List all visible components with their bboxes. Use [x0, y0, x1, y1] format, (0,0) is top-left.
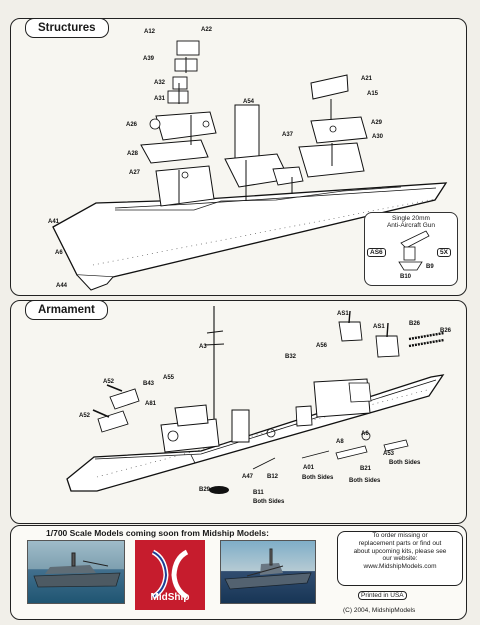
- callout-b29: B29: [199, 487, 211, 493]
- callout-a6: A6: [361, 431, 369, 437]
- gun-part-b10: B10: [400, 274, 412, 280]
- callout-a53: A53: [383, 451, 395, 457]
- photo-right-ship-shape: [224, 548, 312, 590]
- gun-tag-as6: AS6: [367, 248, 386, 257]
- copyright-text: (C) 2004, MidshipModels: [343, 607, 416, 614]
- gun-tag-5x: 5X: [437, 248, 451, 257]
- structures-diagram: [52, 40, 448, 291]
- callout-a27: A27: [129, 170, 141, 176]
- callout-a52-top: A52: [103, 379, 115, 385]
- both-sides-label-2: Both Sides: [302, 475, 334, 481]
- gun-drawing: [398, 230, 430, 271]
- ordering-info-box: To order missing or replacement parts or…: [337, 531, 463, 586]
- info-line-1: To order missing or: [372, 532, 428, 539]
- callout-a31: A31: [154, 96, 166, 102]
- callout-a41: A41: [48, 219, 60, 225]
- callout-a81: A81: [145, 401, 157, 407]
- gun-title-line2: Anti-Aircraft Gun: [386, 222, 436, 230]
- callout-as1-right: AS1: [373, 324, 385, 330]
- callout-a22: A22: [201, 27, 213, 33]
- callout-b32: B32: [285, 354, 297, 360]
- info-line-2: replacement parts or find out: [358, 539, 442, 547]
- callout-a52-lower: A52: [79, 413, 91, 419]
- single-20mm-gun-box: Single 20mm Anti-Aircraft Gun AS6 5X B10…: [364, 212, 458, 286]
- ship-photo-right: [220, 540, 316, 604]
- structures-label: Structures: [25, 18, 109, 38]
- callout-a26: A26: [126, 122, 138, 128]
- structures-panel: Structures: [10, 18, 467, 296]
- footer-panel: 1/700 Scale Models coming soon from Mids…: [10, 525, 467, 620]
- callout-a55: A55: [163, 375, 175, 381]
- callout-a6: A6: [55, 250, 63, 256]
- coming-soon-heading: 1/700 Scale Models coming soon from Mids…: [46, 528, 269, 538]
- info-line-5: www.MidshipModels.com: [363, 563, 437, 571]
- callout-a44: A44: [56, 283, 68, 289]
- callout-a30: A30: [372, 134, 384, 140]
- callout-b26-left: B26: [409, 321, 421, 327]
- info-line-4: our website:: [382, 555, 418, 563]
- callout-a3: A3: [199, 344, 207, 350]
- callout-a15: A15: [367, 91, 379, 97]
- callout-a8: A8: [336, 439, 344, 445]
- both-sides-label-1: Both Sides: [389, 460, 421, 466]
- ship-photo-left: [27, 540, 125, 604]
- callout-a01: A01: [303, 465, 315, 471]
- printed-in-usa-badge: Printed in USA: [358, 591, 407, 600]
- both-sides-label-4: Both Sides: [253, 499, 285, 505]
- callout-b12: B12: [267, 474, 279, 480]
- callout-b26-right: B26: [440, 328, 452, 334]
- callout-a32: A32: [154, 80, 166, 86]
- callout-a39: A39: [143, 56, 155, 62]
- armament-panel: Armament: [10, 300, 467, 524]
- midship-logo-text: MidShip: [150, 592, 190, 603]
- callout-a21: A21: [361, 76, 373, 82]
- callout-as1-left: AS1: [337, 311, 349, 317]
- callout-a28: A28: [127, 151, 139, 157]
- gun-title-line1: Single 20mm: [392, 215, 430, 222]
- callout-b43: B43: [143, 381, 155, 387]
- callout-b21: B21: [360, 466, 372, 472]
- midship-logo: MidShip: [135, 540, 205, 610]
- armament-diagram: [66, 306, 445, 494]
- callout-a29: A29: [371, 120, 383, 126]
- callout-b11: B11: [253, 490, 264, 496]
- both-sides-label-3: Both Sides: [349, 478, 381, 484]
- callout-a37: A37: [282, 132, 294, 138]
- armament-label: Armament: [25, 300, 108, 320]
- gun-part-b9: B9: [426, 264, 434, 270]
- callout-a47: A47: [242, 474, 254, 480]
- midship-logo-mark: [151, 549, 189, 600]
- callout-a56: A56: [316, 343, 328, 349]
- callout-a12: A12: [144, 29, 156, 35]
- info-line-3: about upcoming kits, please see: [353, 547, 447, 555]
- photo-left-ship-shape: [33, 552, 121, 588]
- callout-a54: A54: [243, 99, 255, 105]
